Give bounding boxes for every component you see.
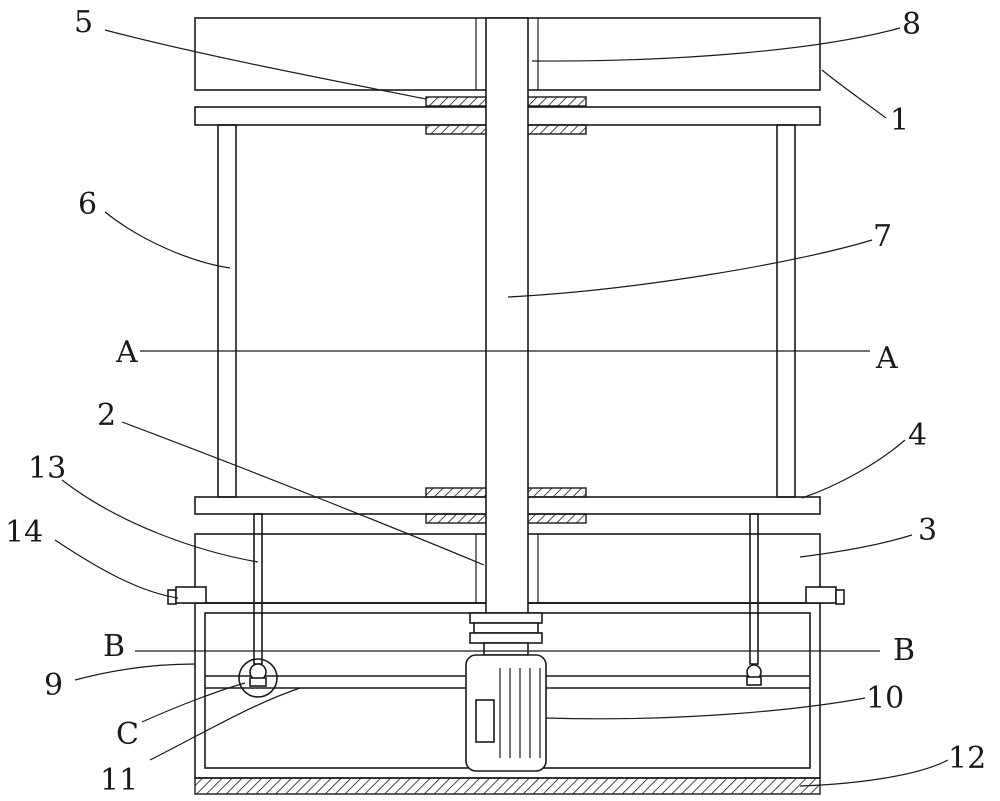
- ground-plate: [194, 777, 821, 795]
- detail-c-label: C: [116, 717, 139, 752]
- leader-9: [74, 663, 196, 681]
- label-3: 3: [918, 513, 937, 548]
- coupling-4: [483, 642, 529, 656]
- motor-terminal-box: [475, 699, 495, 743]
- label-9: 9: [44, 668, 63, 703]
- leader-3: [799, 534, 913, 558]
- leader-1: [821, 69, 887, 119]
- leader-7: [507, 239, 873, 298]
- leader-13: [61, 479, 259, 563]
- right-fastener-body: [805, 586, 837, 604]
- leader-8: [531, 27, 901, 62]
- leader-6: [104, 211, 231, 269]
- label-5: 5: [74, 5, 93, 40]
- coupling-2: [473, 622, 539, 634]
- detail-c-circle: [238, 658, 278, 698]
- label-1: 1: [890, 103, 909, 138]
- section-b-left: B: [103, 629, 125, 664]
- label-12: 12: [948, 741, 986, 776]
- label-8: 8: [902, 7, 921, 42]
- coupling-1: [469, 612, 543, 624]
- left-fastener-body: [175, 586, 207, 604]
- leader-14: [54, 539, 179, 599]
- section-a-left: A: [115, 335, 138, 370]
- leader-12: [799, 759, 949, 787]
- leader-c: [141, 682, 246, 723]
- label-11: 11: [100, 763, 138, 798]
- left-push-rod: [253, 513, 263, 665]
- leader-2: [121, 421, 485, 566]
- right-wheel-mount: [746, 676, 762, 686]
- right-column: [776, 124, 796, 498]
- leader-11: [149, 687, 301, 761]
- label-13: 13: [28, 451, 66, 486]
- label-7: 7: [873, 219, 892, 254]
- left-wheel-mount: [249, 677, 267, 687]
- label-6: 6: [78, 187, 97, 222]
- leader-4: [801, 439, 906, 499]
- left-column: [217, 124, 237, 498]
- section-b-right: B: [893, 633, 915, 668]
- leader-5: [104, 29, 427, 100]
- right-push-rod: [749, 513, 759, 665]
- label-2: 2: [97, 398, 116, 433]
- label-14: 14: [5, 515, 43, 550]
- label-10: 10: [866, 681, 904, 716]
- label-4: 4: [908, 418, 927, 453]
- central-shaft: [485, 17, 529, 614]
- right-fastener-head: [835, 589, 845, 605]
- section-a-right: A: [875, 341, 898, 376]
- coupling-3: [469, 632, 543, 644]
- leader-10: [545, 697, 866, 720]
